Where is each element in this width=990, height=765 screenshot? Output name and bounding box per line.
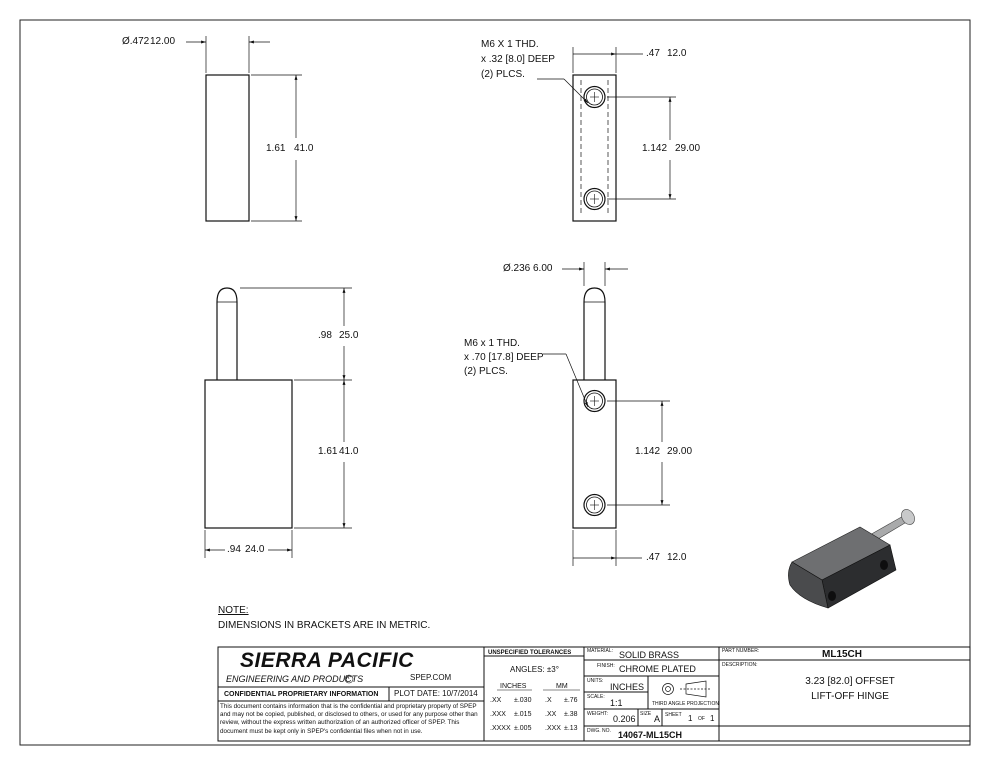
bl-body-length: 1.61 (318, 446, 338, 457)
tr-note-1: M6 X 1 THD. (481, 39, 539, 50)
weight-value: 0.206 (613, 714, 636, 724)
of-label: OF (698, 716, 705, 722)
material-value: SOLID BRASS (619, 650, 680, 660)
bl-width: .94 (227, 544, 241, 555)
units-value: INCHES (610, 682, 645, 692)
note-title: NOTE: (218, 605, 249, 616)
tr-width-mm: 12.0 (667, 48, 687, 59)
br-width-mm: 12.0 (667, 552, 687, 563)
tolerances-mm-header: MM (556, 683, 568, 690)
tol-row-3-in-fmt: .XXXX (490, 725, 511, 732)
registered-mark: R (346, 675, 350, 681)
company-name: SIERRA PACIFIC (240, 649, 414, 672)
br-width: .47 (646, 552, 660, 563)
sheet-total: 1 (710, 714, 715, 723)
br-diameter-mm: 6.00 (533, 263, 553, 274)
dwg-no-label: DWG. NO. (587, 728, 611, 734)
tr-note-3: (2) PLCS. (481, 69, 525, 80)
weight-label: WEIGHT: (587, 711, 608, 717)
company-subtitle: ENGINEERING AND PRODUCTS (226, 674, 364, 684)
description-line-1: 3.23 [82.0] OFFSET (805, 676, 895, 687)
view-bottom-left (204, 287, 352, 558)
tol-row-1-mm-fmt: .X (545, 697, 552, 704)
size-label: SIZE (640, 711, 652, 717)
third-angle-projection-icon (662, 680, 710, 698)
tl-length: 1.61 (266, 143, 286, 154)
title-block-frame (217, 646, 971, 742)
br-note-1: M6 x 1 THD. (464, 338, 520, 349)
view-top-left (186, 36, 302, 222)
tl-diameter-mm: 12.00 (150, 36, 176, 47)
units-label: UNITS: (587, 678, 604, 684)
tl-length-mm: 41.0 (294, 143, 314, 154)
registered-mark-icon (344, 674, 354, 684)
plot-date: PLOT DATE: 10/7/2014 (394, 689, 478, 698)
tolerances-angles: ANGLES: ±3° (510, 665, 559, 674)
confidential-text: This document contains information that … (220, 703, 478, 735)
dwg-no-value: 14067-ML15CH (618, 730, 683, 740)
bl-pin-length: .98 (318, 330, 332, 341)
size-value: A (654, 714, 661, 724)
note-text: DIMENSIONS IN BRACKETS ARE IN METRIC. (218, 620, 431, 631)
scale-value: 1:1 (610, 698, 623, 708)
tol-row-3-in-tol: ±.005 (514, 725, 532, 732)
bl-pin-length-mm: 25.0 (339, 330, 359, 341)
sheet-label: SHEET (665, 712, 682, 718)
material-label: MATERIAL: (587, 648, 614, 654)
scale-label: SCALE: (587, 694, 605, 700)
tr-spacing-mm: 29.00 (675, 143, 701, 154)
tr-width: .47 (646, 48, 660, 59)
tr-spacing: 1.142 (642, 143, 668, 154)
tol-row-3-mm-tol: ±.13 (564, 725, 578, 732)
projection-label: THIRD ANGLE PROJECTION (652, 701, 719, 707)
finish-label: FINISH: (597, 663, 615, 669)
tolerances-inches-header: INCHES (500, 683, 527, 690)
br-spacing: 1.142 (635, 446, 661, 457)
description-label: DESCRIPTION: (722, 662, 758, 668)
sheet-value: 1 (688, 714, 693, 723)
tl-diameter: Ø.472 (122, 36, 150, 47)
part-number-value: ML15CH (822, 649, 863, 660)
tr-note-2: x .32 [8.0] DEEP (481, 54, 555, 65)
tolerances-title: UNSPECIFIED TOLERANCES (488, 650, 572, 656)
sheet-border (19, 19, 971, 746)
tol-row-1-in-fmt: .XX (490, 697, 502, 704)
tol-row-2-mm-fmt: .XX (545, 711, 557, 718)
hinge-3d-icon (788, 509, 915, 609)
bl-body-length-mm: 41.0 (339, 446, 359, 457)
br-diameter: Ø.236 (503, 263, 531, 274)
part-number-label: PART NUMBER: (722, 648, 760, 654)
tol-row-2-in-fmt: .XXX (490, 711, 506, 718)
bl-width-mm: 24.0 (245, 544, 265, 555)
description-line-2: LIFT-OFF HINGE (811, 691, 889, 702)
br-note-2: x .70 [17.8] DEEP (464, 352, 544, 363)
br-spacing-mm: 29.00 (667, 446, 693, 457)
view-bottom-right (543, 262, 670, 566)
confidential-title: CONFIDENTIAL PROPRIETARY INFORMATION (224, 691, 379, 698)
view-top-right (537, 47, 676, 222)
tol-row-1-mm-tol: ±.76 (564, 697, 578, 704)
br-note-3: (2) PLCS. (464, 366, 508, 377)
tol-row-3-mm-fmt: .XXX (545, 725, 561, 732)
website: SPEP.COM (410, 673, 452, 682)
tol-row-2-in-tol: ±.015 (514, 711, 532, 718)
tol-row-2-mm-tol: ±.38 (564, 711, 578, 718)
finish-value: CHROME PLATED (619, 664, 696, 674)
tol-row-1-in-tol: ±.030 (514, 697, 532, 704)
